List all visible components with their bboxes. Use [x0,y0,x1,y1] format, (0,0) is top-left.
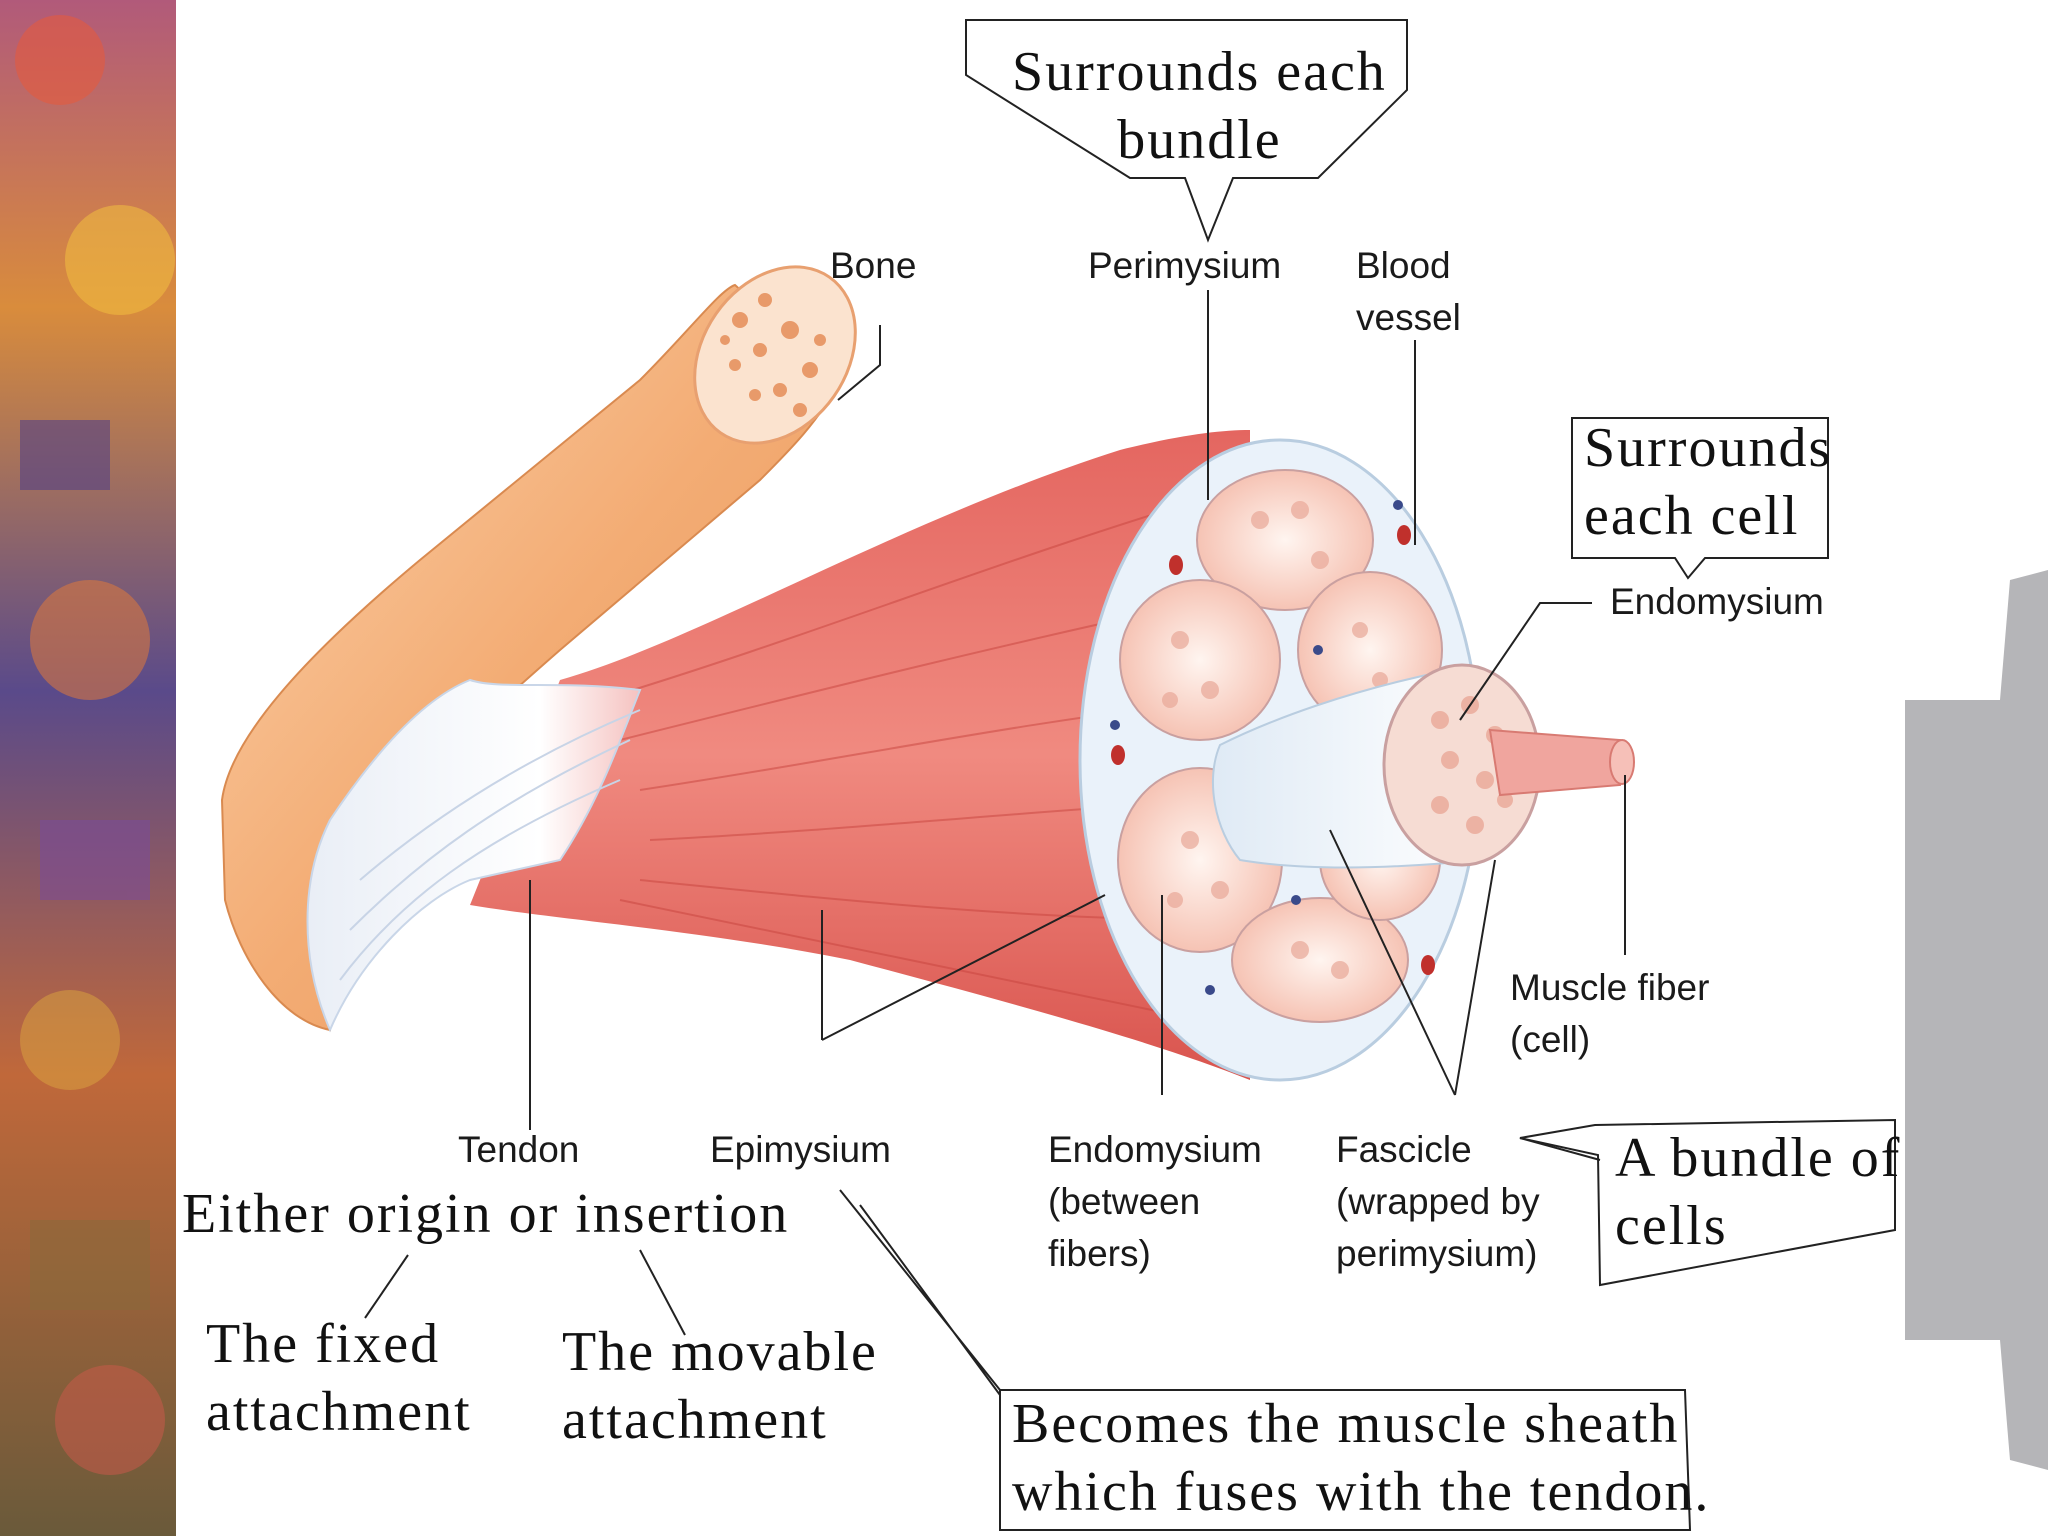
note-bundle-of-cells: A bundle of cells [1615,1127,1902,1257]
label-blood-vessel: Blood vessel [1356,245,1461,338]
fascicle [1196,469,1374,611]
label-tendon: Tendon [458,1129,580,1170]
fascicle [1119,579,1281,741]
annotation-lines [364,1137,1601,1396]
label-fascicle: Fascicle (wrapped by perimysium) [1336,1129,1540,1274]
right-gear-shape [1905,570,2048,1470]
fascicle [1231,897,1409,1023]
label-epimysium: Epimysium [710,1129,891,1170]
note-origin-insertion: Either origin or insertion [182,1183,790,1245]
muscle-belly [470,430,1250,1080]
callout-boxes [965,19,1896,1531]
note-surrounds-cell: Surrounds each cell [1584,417,1833,547]
tendon [306,678,642,1033]
label-endomysium-bottom: Endomysium (between fibers) [1048,1129,1262,1274]
muscle-fiber [1488,728,1621,797]
note-muscle-sheath: Becomes the muscle sheath which fuses wi… [1012,1393,1711,1523]
extracted-fascicle [1211,663,1635,869]
label-muscle-fiber: Muscle fiber (cell) [1510,967,1710,1060]
leader-lines [529,290,1626,1130]
label-bone: Bone [830,245,917,286]
label-perimysium: Perimysium [1088,245,1282,286]
note-fixed-attachment: The fixed attachment [206,1313,472,1443]
note-movable-attachment: The movable attachment [562,1321,878,1451]
label-endomysium-right: Endomysium [1610,581,1824,622]
note-surrounds-bundle: Surrounds each bundle [1012,41,1387,171]
left-strip-pattern [15,15,175,1475]
